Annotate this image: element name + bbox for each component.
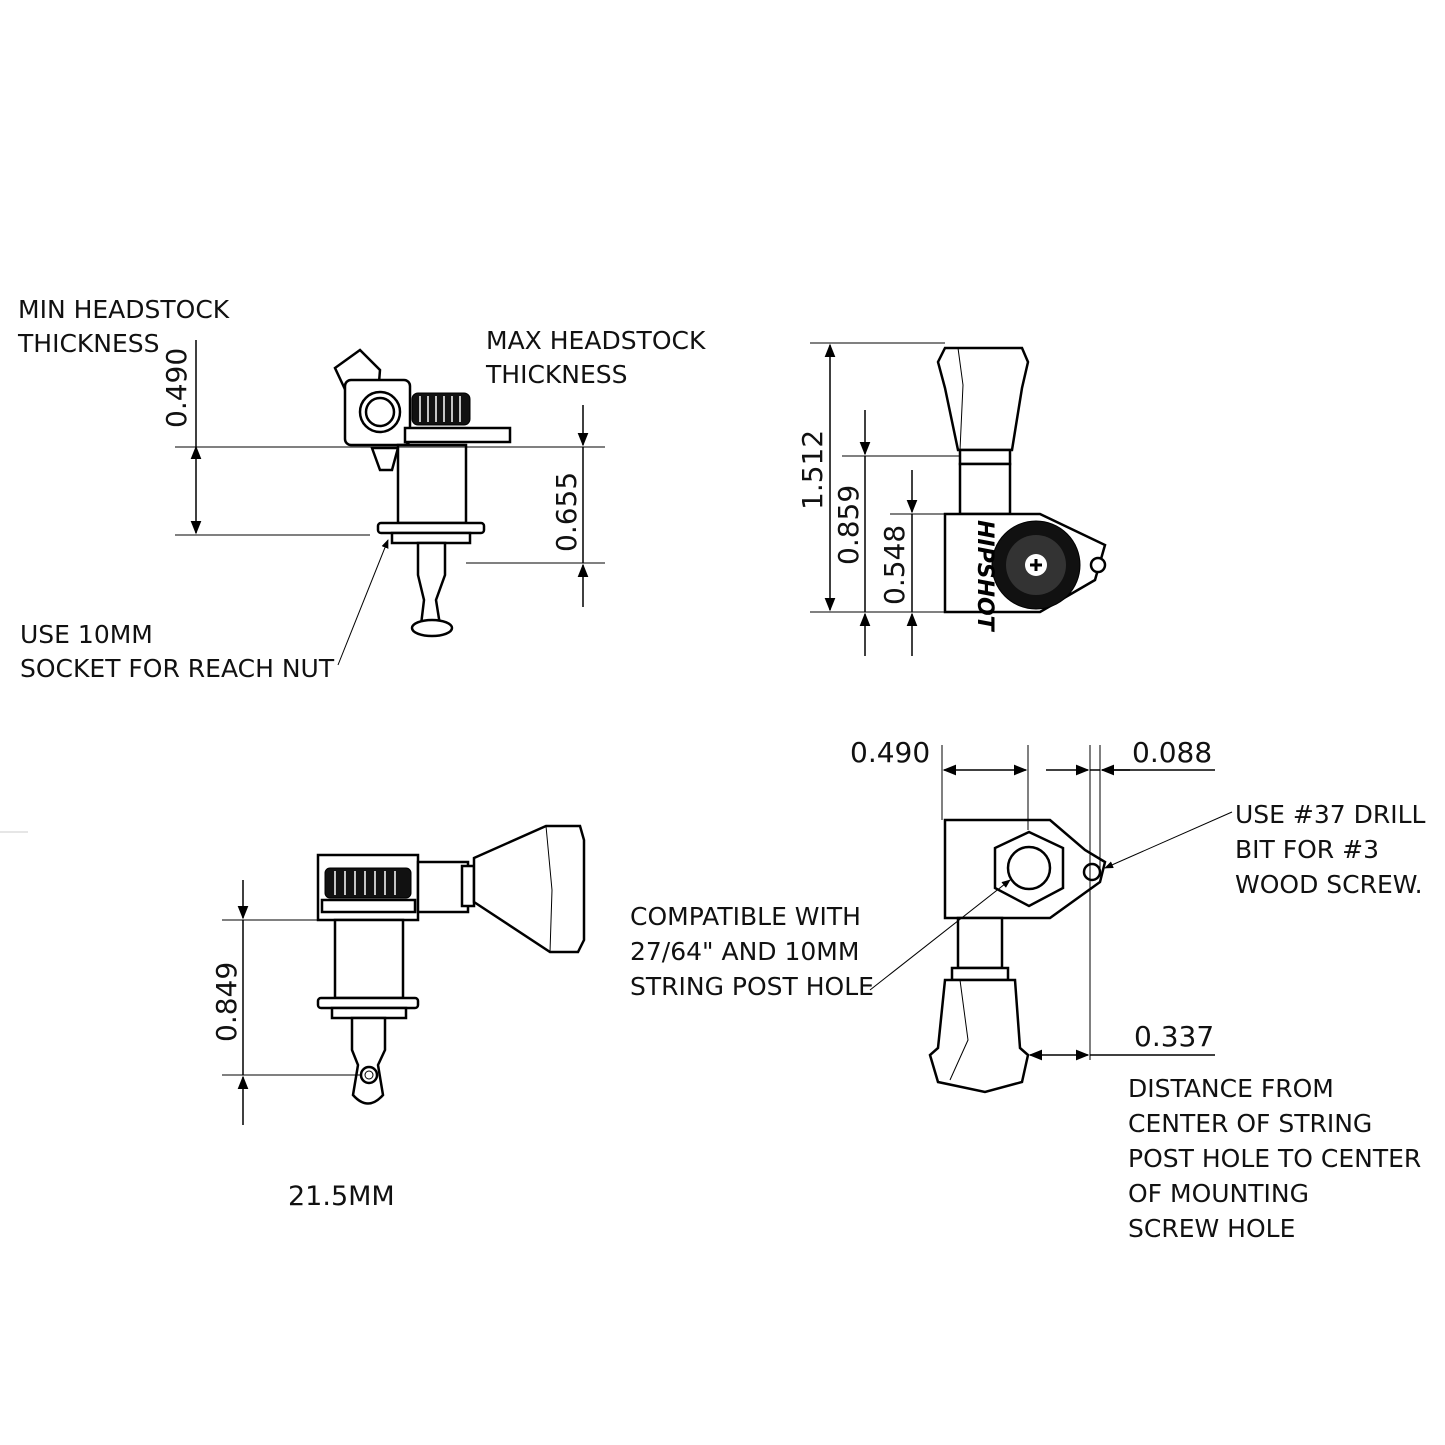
dim-top-offset: 0.088 [1132,736,1213,769]
dim-top-width: 0.490 [850,736,931,769]
dim-bottom-offset: 0.337 [1134,1020,1215,1053]
distance-label-line2: CENTER OF STRING [1128,1109,1373,1138]
dim-min-thickness: 0.490 [160,347,193,428]
post-diameter-label: 21.5MM [288,1181,395,1212]
compatible-label-line3: STRING POST HOLE [630,972,874,1001]
side-view-headstock [175,340,605,666]
dim-low-height: 0.548 [878,524,911,605]
dim-max-thickness: 0.655 [550,471,583,552]
min-headstock-label-line1: MIN HEADSTOCK [18,295,230,324]
gear-icon [991,520,1081,610]
distance-label-line3: POST HOLE TO CENTER [1128,1144,1422,1173]
distance-label-line5: SCREW HOLE [1128,1214,1296,1243]
dim-post-length: 0.849 [210,961,243,1042]
max-headstock-label-line1: MAX HEADSTOCK [486,326,706,355]
min-headstock-label-line2: THICKNESS [18,329,160,358]
top-view-offsets [869,745,1233,1094]
socket-label-line2: SOCKET FOR REACH NUT [20,654,335,683]
drill-label-line1: USE #37 DRILL [1235,800,1426,829]
dim-overall-height: 1.512 [796,429,829,510]
distance-label-line1: DISTANCE FROM [1128,1074,1334,1103]
compatible-label-line1: COMPATIBLE WITH [630,902,861,931]
knurled-knob-icon [324,867,412,899]
knurled-knob-icon [411,392,471,426]
drill-label-line2: BIT FOR #3 [1235,835,1379,864]
socket-label-line1: USE 10MM [20,620,153,649]
brand-logo-text: HIPSHOT [972,520,997,633]
compatible-label-line2: 27/64" AND 10MM [630,937,860,966]
side-view-post [222,824,586,1125]
distance-label-line4: OF MOUNTING [1128,1179,1309,1208]
max-headstock-label-line2: THICKNESS [486,360,628,389]
dim-mid-height: 0.859 [832,484,865,565]
drill-label-line3: WOOD SCREW. [1235,870,1423,899]
front-view-heights: HIPSHOT [810,342,1107,656]
